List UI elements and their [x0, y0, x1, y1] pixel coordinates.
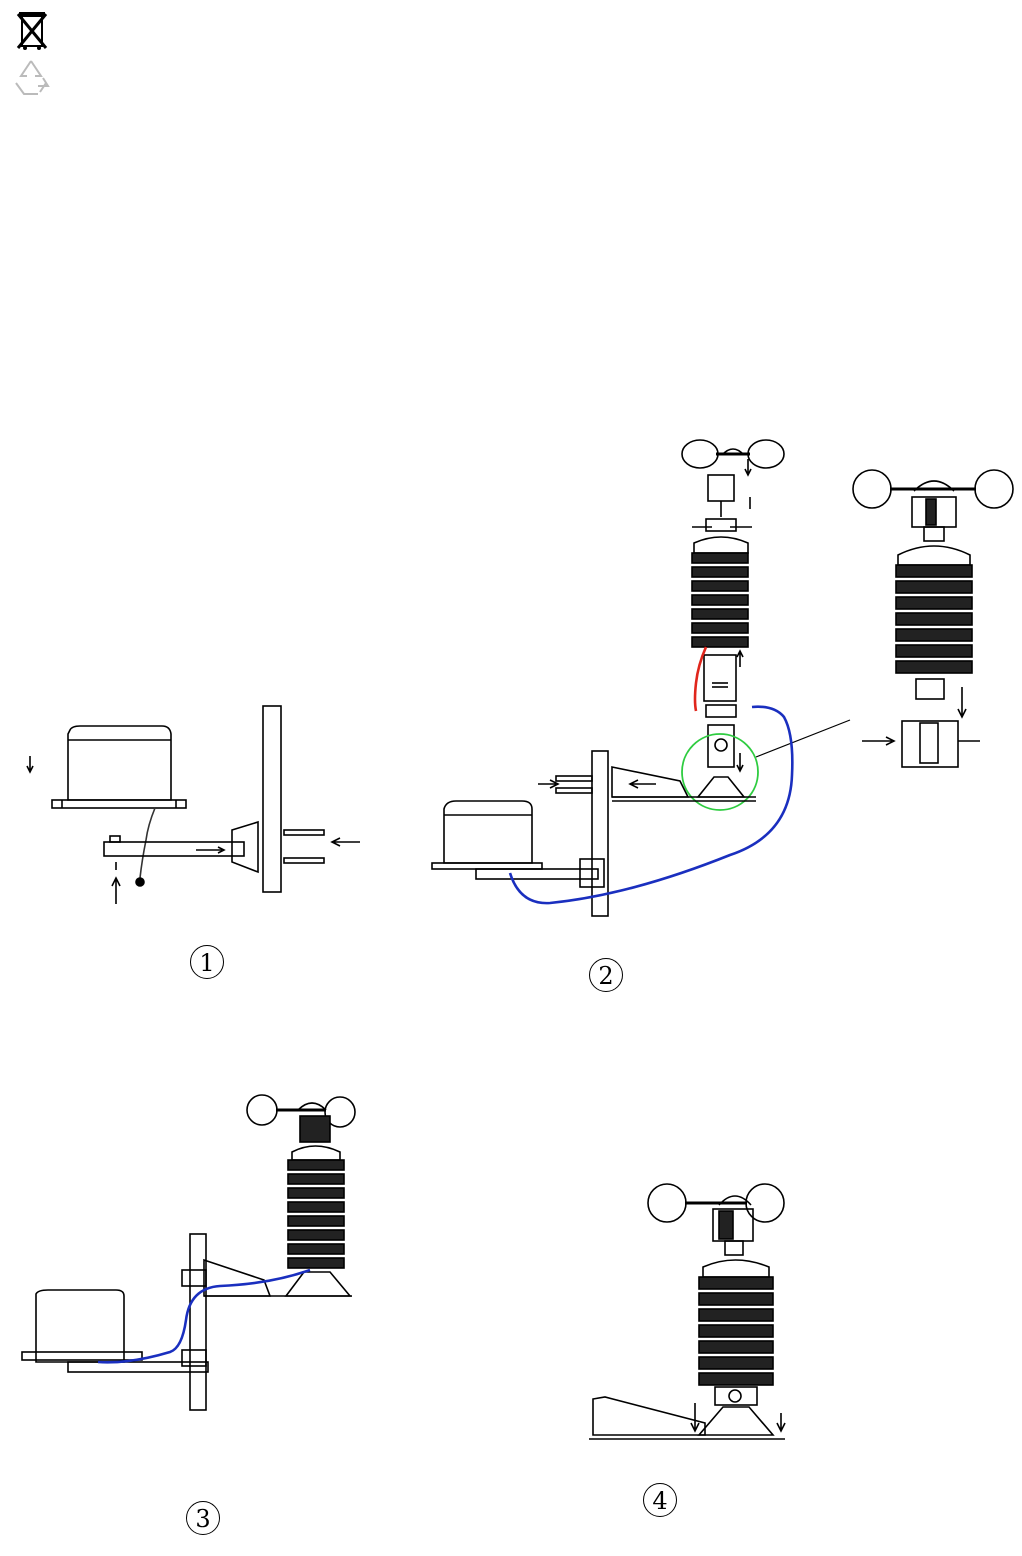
mast — [263, 706, 281, 892]
detail-anemometer — [850, 465, 1015, 775]
diagram-step-1 — [0, 690, 380, 920]
diagram-step-4 — [585, 1175, 795, 1450]
step-4-label: 4 — [643, 1483, 677, 1517]
step-1-label: 1 — [190, 945, 224, 979]
mast-2 — [592, 751, 608, 916]
highlight-circle — [682, 734, 758, 810]
step-3-label: 3 — [186, 1501, 220, 1535]
blue-cable — [510, 707, 792, 903]
controller-box — [68, 726, 171, 800]
diagram-step-2 — [430, 435, 810, 925]
controller-flange — [52, 800, 186, 808]
diagram-step-3 — [20, 1090, 360, 1420]
radiation-shield — [692, 537, 748, 647]
step-2-label: 2 — [589, 958, 623, 992]
recycle-icon — [10, 56, 52, 98]
crossed-out-bin-icon — [14, 8, 50, 52]
